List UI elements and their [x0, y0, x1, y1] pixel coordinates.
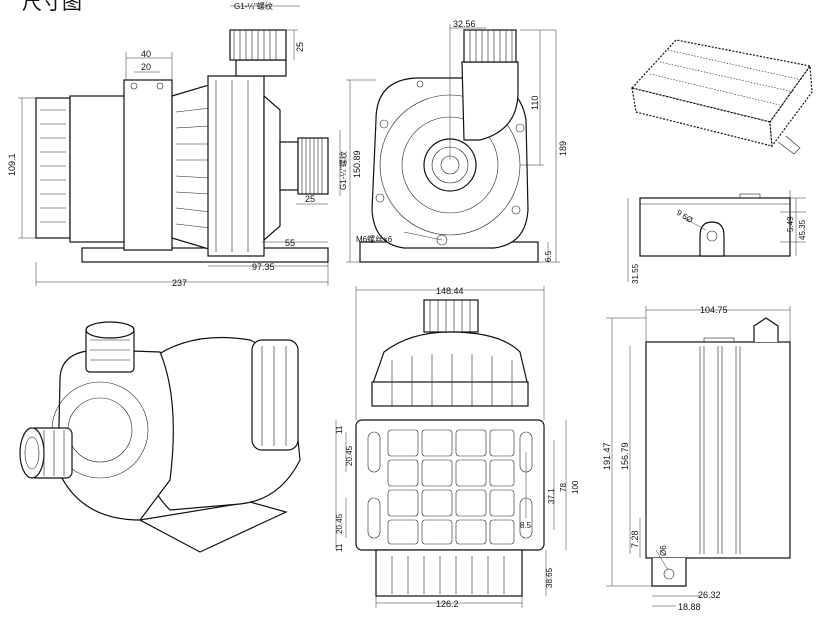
dim-26-32: 26.32 [698, 590, 721, 600]
dim-width: 104.75 [700, 305, 728, 315]
dim-38-65: 38.65 [545, 567, 554, 588]
dim-100: 100 [571, 480, 580, 494]
thread-top-label: G1-¼"螺纹 [234, 1, 273, 11]
dim-outlet-height: 25 [295, 42, 305, 52]
dim-18-88: 18.88 [678, 602, 701, 612]
pump-front-view: 32.56 110 189 150.89 M6螺丝×6 6.5 [346, 19, 568, 263]
dim-97-35: 97.35 [252, 262, 275, 272]
dim-189: 189 [558, 141, 568, 156]
dim-55: 55 [285, 238, 295, 248]
pump-bottom-view: 148.44 11 20.45 20.45 11 37.1 78 100 8.5… [335, 286, 580, 609]
dim-191-47: 191.47 [602, 442, 612, 470]
dim-top-width: 148.44 [436, 286, 464, 296]
pump-isometric-view [19, 321, 301, 553]
dim-11-top: 11 [335, 425, 344, 434]
dim-top-width: 40 [141, 49, 151, 59]
dim-inner-width: 20 [141, 62, 151, 72]
title-fragment: 尺寸图 [22, 0, 82, 14]
dim-37-1: 37.1 [547, 488, 556, 504]
controller-isometric-view [630, 39, 813, 155]
dim-7-28: 7.28 [630, 530, 640, 548]
dim-31-55: 31.55 [631, 263, 640, 284]
dim-20-45-top: 20.45 [345, 445, 354, 466]
controller-side-view: 9 6Ø 5.49 45.35 31.55 [627, 190, 807, 284]
dim-8-5: 8.5 [520, 521, 532, 530]
dim-110: 110 [530, 96, 540, 110]
thread-side-label: G1-¼"螺纹 [338, 151, 348, 190]
dim-150-89: 150.89 [352, 150, 362, 178]
dim-inlet-length: 25 [305, 194, 315, 204]
dim-5-49: 5.49 [786, 216, 795, 232]
dim-156-79: 156.79 [620, 442, 630, 470]
mount-note: M6螺丝×6 [356, 234, 393, 244]
dim-height: 109.1 [7, 153, 17, 176]
dim-78: 78 [559, 483, 568, 492]
dim-45-35: 45.35 [798, 219, 807, 240]
pump-side-view: 109.1 40 20 25 G1-¼"螺纹 G1-¼"螺纹 25 55 97.… [7, 1, 348, 288]
controller-top-view: 104.75 156.79 191.47 7.28 Ø6 26.32 18.88 [602, 305, 791, 612]
dim-11-bottom: 11 [335, 543, 344, 552]
dim-offset: 32.56 [453, 19, 476, 29]
dim-20-45-bottom: 20.45 [335, 513, 344, 534]
dim-base-width: 126.2 [436, 599, 459, 609]
dim-total-length: 237 [172, 278, 187, 288]
dim-hole-top: Ø6 [659, 545, 668, 556]
dim-base-thick: 6.5 [544, 250, 553, 262]
